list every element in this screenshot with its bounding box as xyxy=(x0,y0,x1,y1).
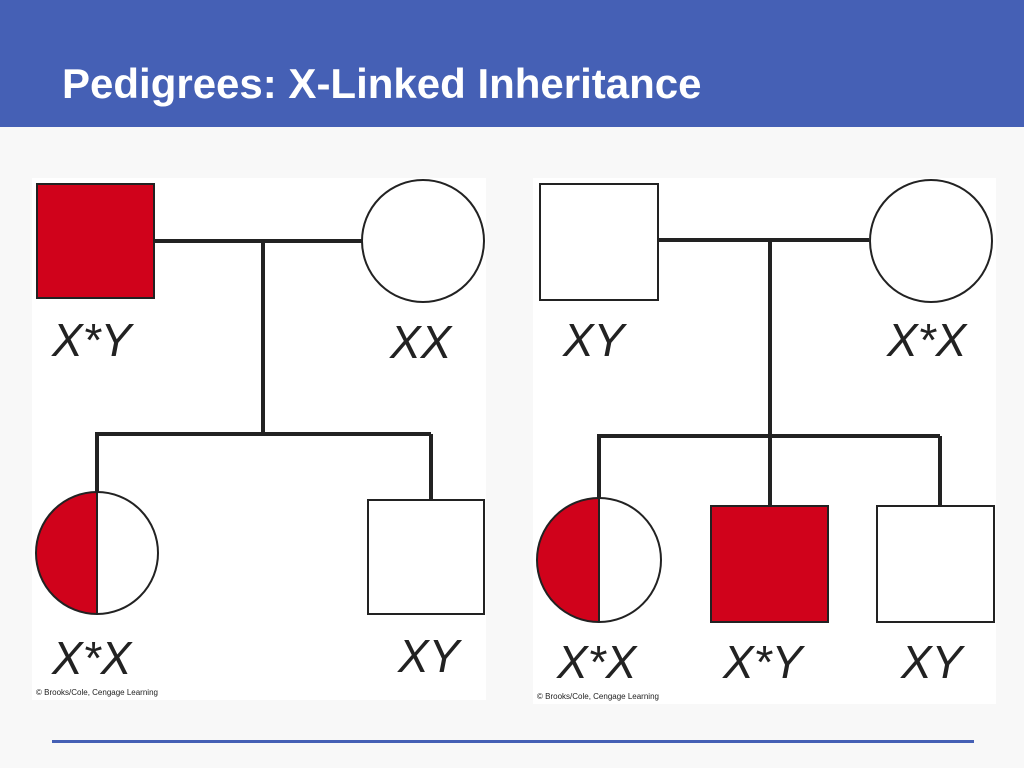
genotype-label: XY xyxy=(900,636,966,688)
affected-male-square xyxy=(710,505,829,623)
genotype-label: X*X xyxy=(51,632,134,684)
slide-header: Pedigrees: X-Linked Inheritance xyxy=(0,0,1024,127)
footer-divider xyxy=(52,740,974,743)
pedigree-left: X*Y XX X*X XY © Brooks/Cole, Cengage Lea… xyxy=(32,178,486,700)
pedigree-right-diagram: XY X*X X*X X*Y XY © Brooks/Cole, Cengage… xyxy=(536,179,995,701)
pedigree-right: XY X*X X*X X*Y XY © Brooks/Cole, Cengage… xyxy=(533,178,996,704)
genotype-label: X*X xyxy=(886,314,969,366)
carrier-female-half xyxy=(537,498,599,622)
pedigree-left-diagram: X*Y XX X*X XY © Brooks/Cole, Cengage Lea… xyxy=(35,179,485,697)
carrier-female-half xyxy=(36,492,97,614)
unaffected-male-square xyxy=(367,499,485,615)
genotype-label: XY xyxy=(397,630,463,682)
genotype-label: X*Y xyxy=(722,636,806,688)
genotype-label: XY xyxy=(562,314,628,366)
slide-title: Pedigrees: X-Linked Inheritance xyxy=(62,60,702,107)
unaffected-female-circle xyxy=(869,179,993,303)
credit-text: © Brooks/Cole, Cengage Learning xyxy=(537,692,659,701)
affected-male-square xyxy=(36,183,155,299)
genotype-label: X*Y xyxy=(51,314,135,366)
genotype-label: X*X xyxy=(556,636,639,688)
unaffected-female-circle xyxy=(361,179,485,303)
credit-text: © Brooks/Cole, Cengage Learning xyxy=(36,688,158,697)
unaffected-male-square xyxy=(876,505,995,623)
unaffected-male-square xyxy=(539,183,659,301)
genotype-label: XX xyxy=(389,316,454,368)
